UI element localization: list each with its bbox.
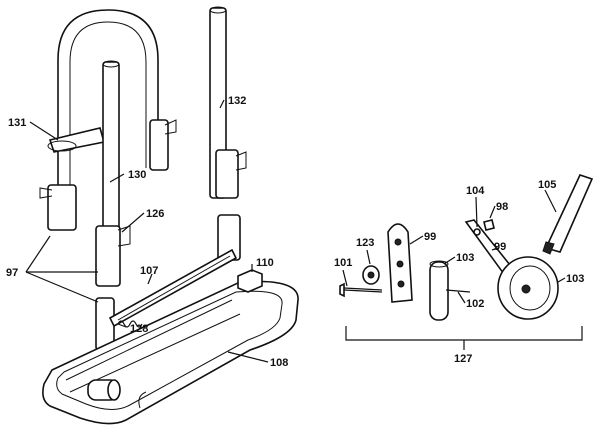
callout-128: 128 [130,323,148,335]
brake-lever [542,174,594,255]
callout-132: 132 [228,95,246,107]
callout-99-fork: 99 [494,241,506,253]
axle-sleeve [429,260,471,321]
callout-108: 108 [270,357,288,369]
callout-131: 131 [8,117,26,129]
screw [339,282,383,298]
callout-105: 105 [538,179,556,191]
washer [362,265,380,285]
group-bracket [345,326,583,350]
callout-104: 104 [466,185,485,197]
callout-103-sleeve: 103 [456,252,474,264]
left-upright-tube [95,60,131,287]
callout-110: 110 [256,257,274,269]
callout-99-bracket: 99 [424,231,436,243]
wheel [497,256,559,320]
callout-126: 126 [146,208,164,220]
right-upright-tube [209,6,247,261]
callout-127: 127 [454,353,472,365]
leader-lines [25,99,566,363]
callout-98: 98 [496,201,508,213]
callout-101: 101 [334,257,352,269]
bracket [387,223,413,303]
callout-123: 123 [356,237,374,249]
base-tray [42,280,299,425]
small-bolt [483,219,495,231]
small-nut [473,228,481,236]
cross-bar [108,248,238,328]
callout-107: 107 [140,265,158,277]
front-roller [87,379,121,401]
spring-coil [117,320,143,328]
callout-102: 102 [466,298,484,310]
callout-130: 130 [128,169,146,181]
callout-103-wheel: 103 [566,273,584,285]
callout-97: 97 [6,267,18,279]
